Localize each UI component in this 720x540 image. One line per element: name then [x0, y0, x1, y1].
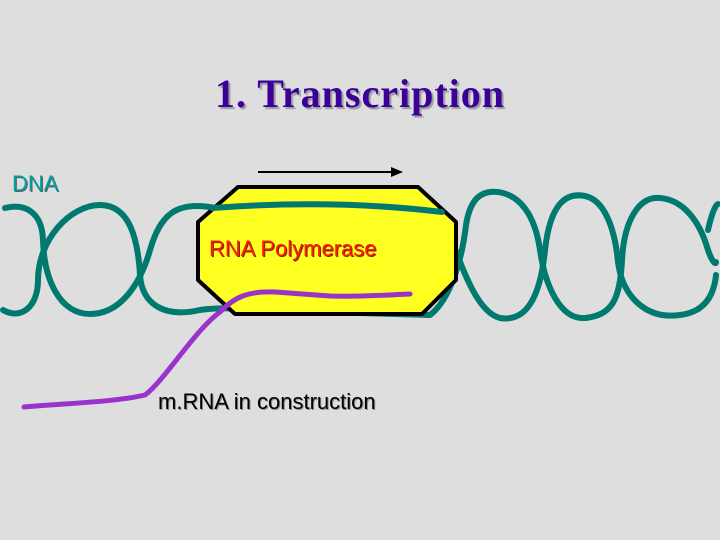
- arrow-head: [391, 167, 403, 177]
- dna-strand-lower: [0, 188, 719, 321]
- mrna-strand: [21, 289, 413, 410]
- rna-polymerase-label: RNA Polymerase: [209, 236, 377, 261]
- dna-label: DNA: [12, 171, 59, 196]
- dna-strand-end: [705, 201, 720, 233]
- dna-strand-over-polymerase: [209, 201, 445, 215]
- mrna-label: m.RNA in construction: [158, 389, 376, 414]
- direction-arrow: [258, 167, 403, 177]
- rna-polymerase-shape: [196, 185, 458, 316]
- slide-title: 1. Transcription: [214, 71, 506, 116]
